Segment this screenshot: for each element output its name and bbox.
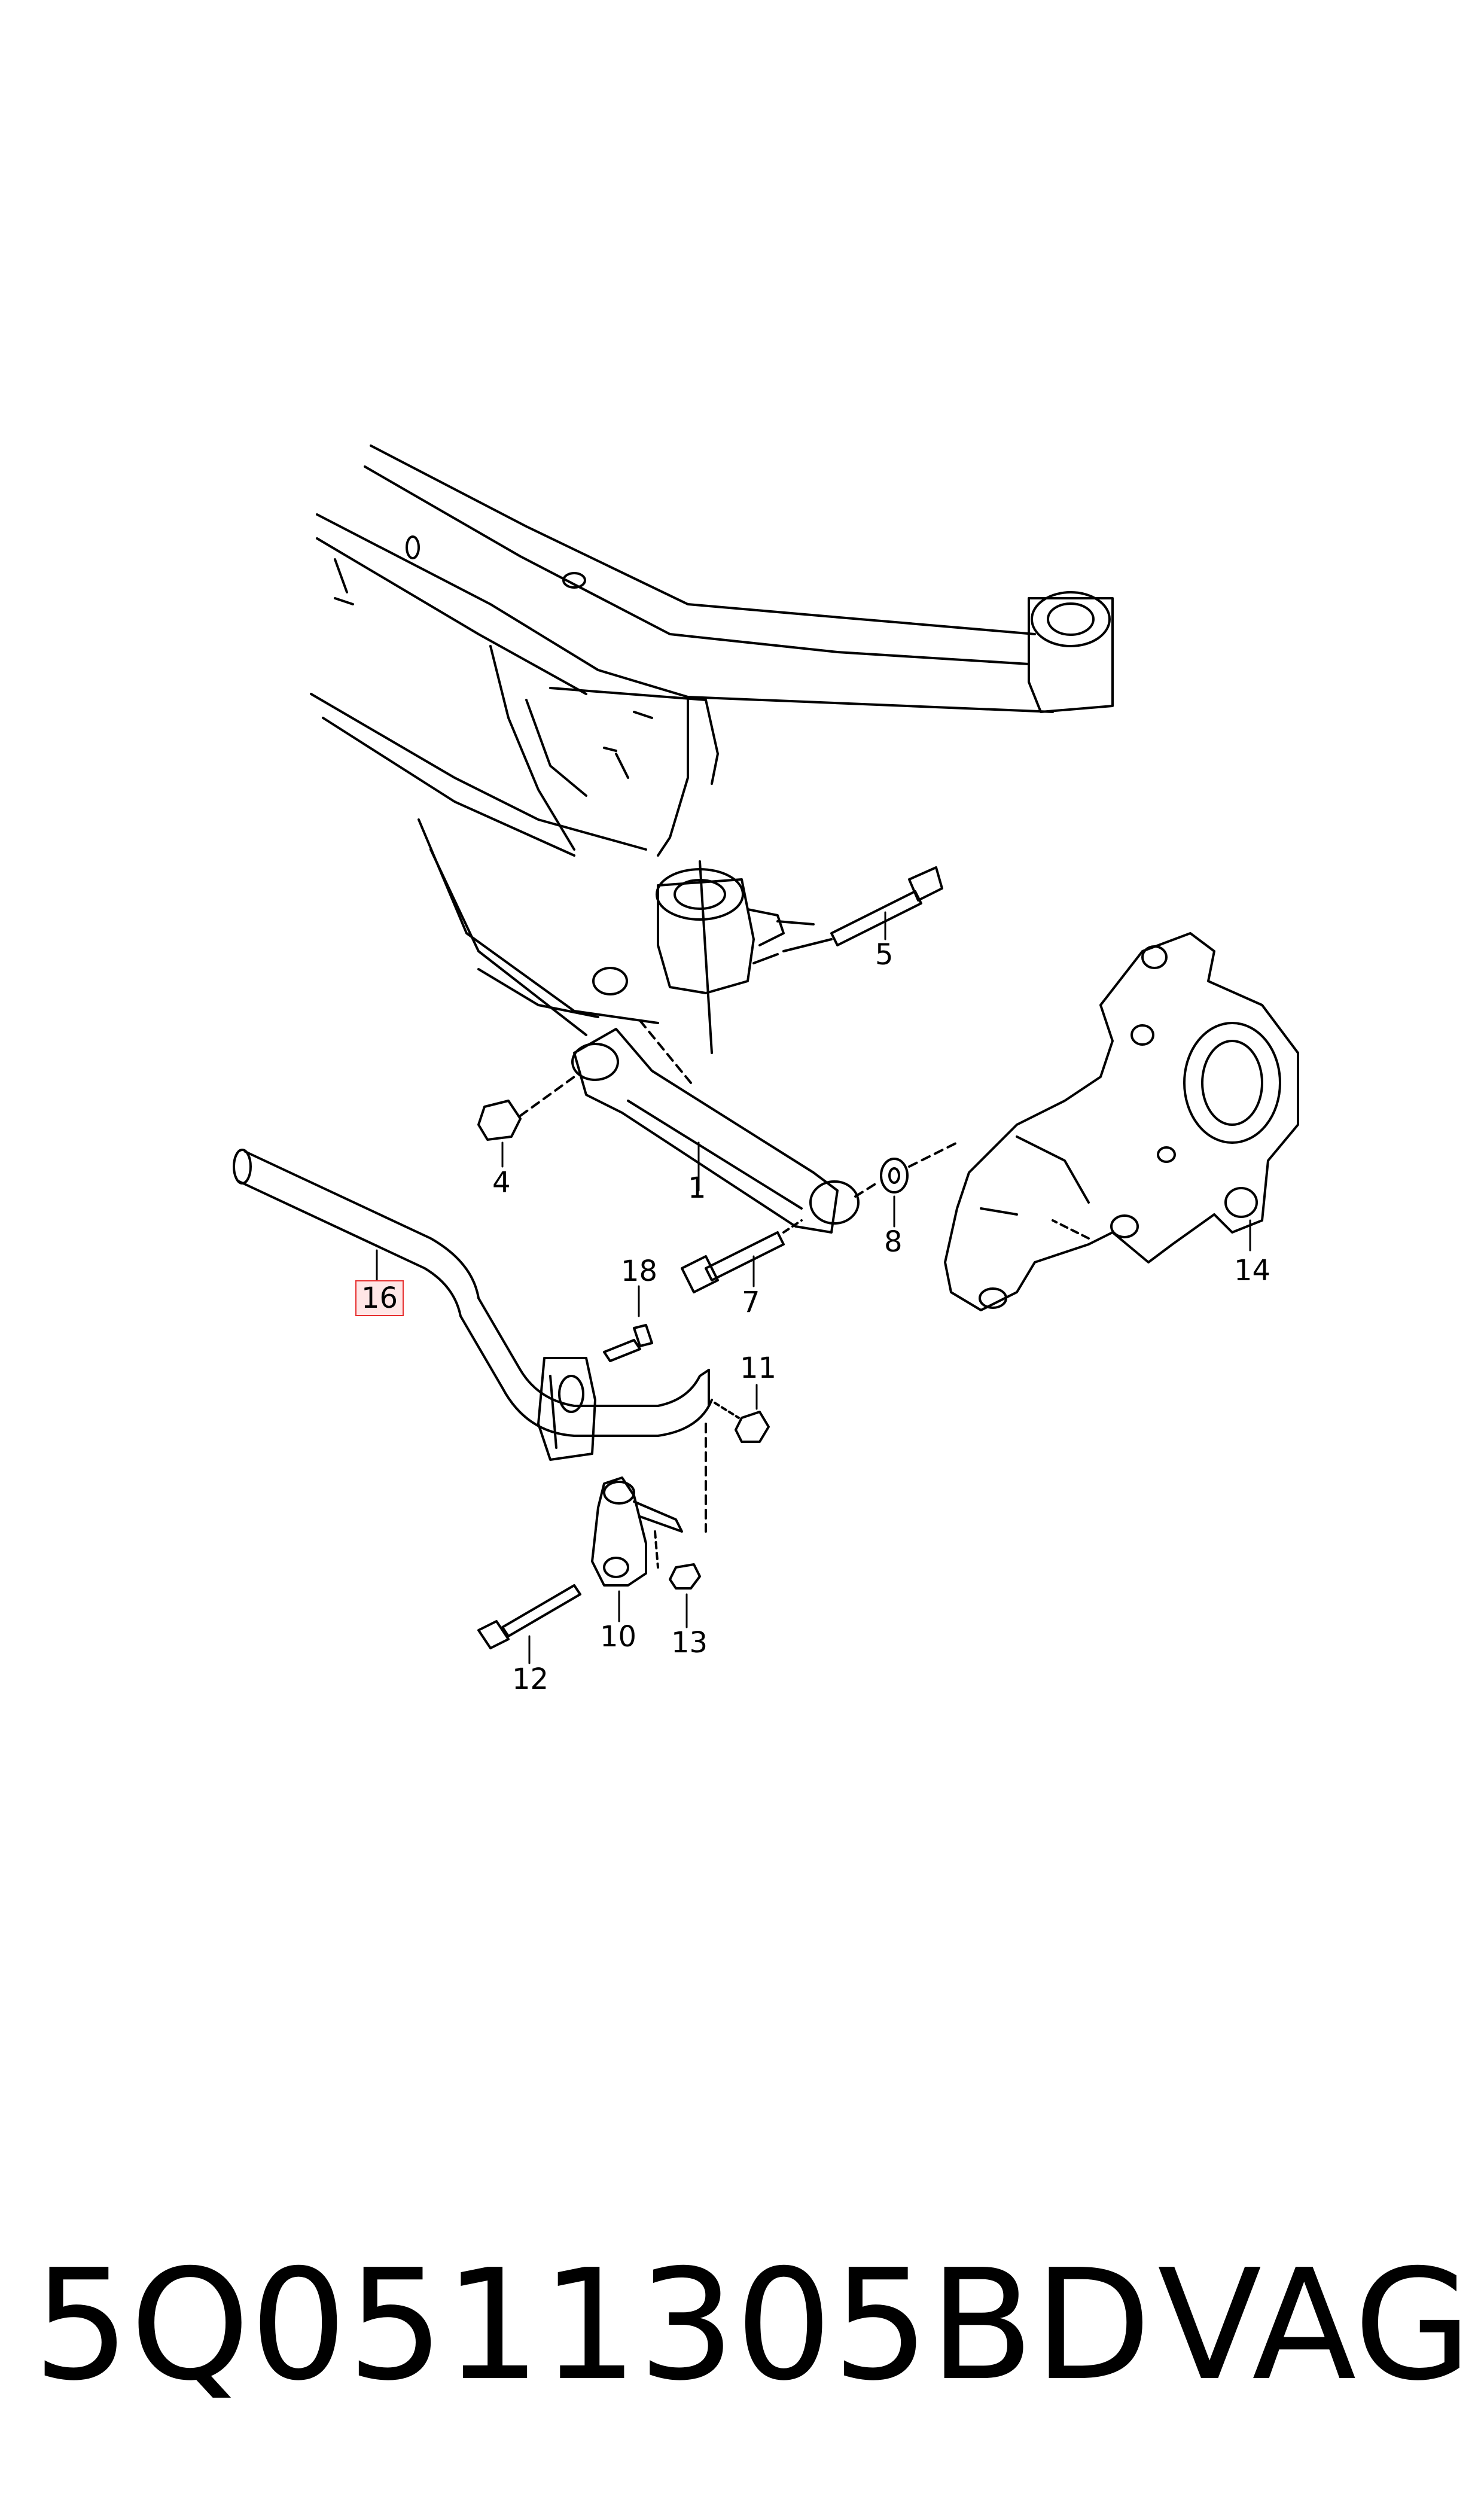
callout-7: 7 <box>742 1286 760 1319</box>
bolt-7 <box>681 1219 803 1293</box>
callout-12: 12 <box>512 1663 549 1696</box>
wheel-carrier-14 <box>944 932 1299 1311</box>
nut-13 <box>669 1563 701 1628</box>
control-arm-mount-bushing <box>656 868 815 994</box>
brand-name: VAG <box>1157 2237 1472 2415</box>
coupling-rod-10 <box>591 1423 707 1622</box>
bolt-18 <box>603 1285 653 1362</box>
stabilizer-bar-16 <box>233 1149 713 1437</box>
callout-14: 14 <box>1234 1254 1271 1287</box>
bolt-12 <box>477 1584 581 1664</box>
nut-4 <box>477 1076 575 1168</box>
nut-11 <box>714 1384 770 1443</box>
callout-5: 5 <box>875 938 894 972</box>
callout-18: 18 <box>621 1255 658 1288</box>
callout-1: 1 <box>688 1171 706 1205</box>
callout-8: 8 <box>884 1225 903 1259</box>
subframe <box>310 444 1054 1054</box>
stabilizer-mount-bracket <box>537 1357 596 1461</box>
callout-13: 13 <box>671 1626 708 1660</box>
callout-4: 4 <box>492 1166 511 1199</box>
control-arm-1 <box>571 1016 860 1234</box>
bolt-5 <box>752 866 943 964</box>
part-number: 5Q0511305BD <box>33 2237 1151 2415</box>
washer-8 <box>854 1141 958 1228</box>
callout-16: 16 <box>355 1280 404 1316</box>
callout-10: 10 <box>600 1620 637 1654</box>
callout-11: 11 <box>740 1351 777 1385</box>
subframe-outer-bushing <box>1028 591 1114 713</box>
